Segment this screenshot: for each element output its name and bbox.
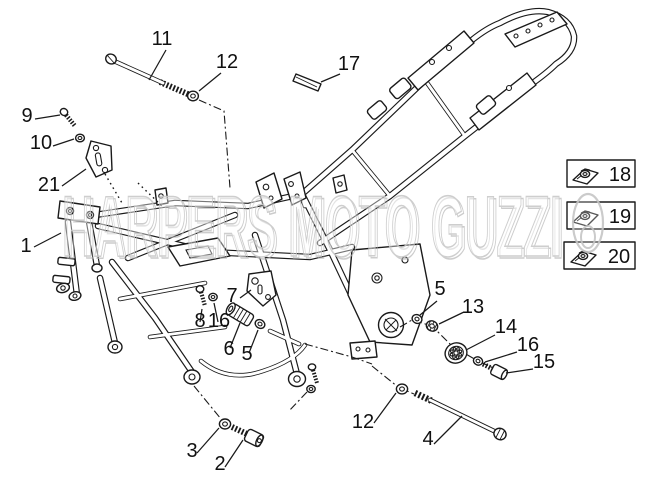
part-label-15: 15	[533, 351, 555, 373]
hardware-parts	[59, 53, 509, 448]
part-washer-12-bottom	[395, 383, 409, 395]
leader-3	[196, 427, 220, 454]
watermark-ring-outer	[571, 192, 605, 254]
part-label-19: 19	[609, 206, 631, 228]
leader-5-left	[248, 329, 259, 354]
part-bolt-2	[230, 424, 265, 448]
part-bolt-11	[105, 53, 192, 98]
part-label-1: 1	[20, 235, 31, 257]
part-label-16-right: 16	[517, 334, 539, 356]
part-bracket-7	[246, 270, 277, 307]
axis-washer12-top	[198, 99, 231, 189]
subframe-rail-plates	[366, 30, 537, 131]
axis-bracket21-b	[137, 182, 165, 209]
watermark-text: HARPERS MOTO GUZZI	[62, 179, 562, 275]
part-washer-16-right	[472, 356, 484, 366]
leader-11	[148, 49, 167, 81]
centre-gusset-plate	[167, 237, 231, 267]
watermark: HARPERS MOTO GUZZI HARPERS MOTO GUZZI	[61, 178, 605, 278]
axis-linkage	[304, 343, 373, 365]
part-label-13: 13	[462, 296, 484, 318]
part-label-11: 11	[152, 28, 173, 50]
clip-nut-icon	[572, 210, 599, 227]
part-bolt-15	[481, 361, 509, 381]
item-box	[563, 241, 636, 270]
axis-bolt2	[193, 385, 222, 420]
part-bolt-4	[413, 390, 507, 441]
boxed-item-20: 20	[563, 241, 636, 270]
part-bolt-9	[59, 107, 77, 128]
axis-bracket21-a	[104, 173, 123, 204]
part-label-12-bottom: 12	[352, 411, 374, 433]
boxed-item-18: 18	[566, 159, 636, 188]
boxed-items: 18 19 20	[563, 159, 636, 270]
part-label-9: 9	[21, 105, 32, 127]
leader-17	[320, 73, 341, 83]
part-label-6: 6	[223, 338, 234, 360]
part-label-16-left: 16	[208, 310, 230, 332]
part-label-21: 21	[38, 174, 60, 196]
leader-8	[199, 308, 203, 323]
part-washer-5-right	[411, 313, 423, 325]
rear-mount-plate	[347, 243, 431, 360]
part-bracket-21	[85, 140, 113, 178]
clip-nut-icon	[572, 168, 599, 185]
leader-1	[33, 232, 62, 248]
leader-6	[229, 322, 241, 349]
part-label-7: 7	[226, 285, 237, 307]
part-label-18: 18	[609, 164, 631, 186]
part-disc-14	[444, 342, 468, 364]
leader-16-right	[484, 351, 518, 363]
part-label-5-left: 5	[241, 343, 252, 365]
leader-12-bottom	[373, 392, 397, 424]
part-washer-16-left	[208, 292, 218, 302]
leader-7	[239, 289, 252, 299]
leader-16-left	[213, 302, 219, 323]
part-bolt-8	[195, 285, 208, 307]
item-box	[566, 201, 636, 230]
part-bolt-mid	[306, 363, 319, 394]
part-label-2: 2	[214, 453, 225, 475]
part-label-12-top: 12	[216, 51, 238, 73]
part-washer-12-top	[186, 90, 200, 102]
leader-12-top	[198, 72, 222, 92]
upper-mount-brackets	[255, 171, 307, 209]
callout-labels: 11 12 17 9 10 21 1 7 8 16 6 5 5 13 14 16…	[20, 28, 555, 475]
part-label-20: 20	[608, 246, 630, 268]
part-pin-17	[292, 73, 322, 92]
clip-nut-icon	[570, 250, 597, 267]
leader-lines	[33, 49, 534, 468]
downtube-lug	[52, 200, 101, 302]
leader-5-right	[419, 300, 438, 316]
watermark-text-shadow: HARPERS MOTO GUZZI	[64, 181, 564, 277]
part-nut-13	[425, 320, 439, 332]
part-label-14: 14	[495, 316, 517, 338]
part-washer-5-left	[254, 318, 266, 330]
frame-feet	[91, 263, 307, 388]
leader-2	[224, 439, 244, 468]
part-label-8: 8	[194, 310, 205, 332]
leader-14	[465, 334, 496, 351]
watermark-ring-inner	[580, 225, 596, 249]
item-box	[566, 159, 636, 188]
part-label-3: 3	[186, 440, 197, 462]
part-label-17: 17	[338, 53, 360, 75]
leader-4	[433, 415, 463, 445]
boxed-item-19: 19	[566, 201, 636, 230]
leader-9	[34, 114, 61, 120]
part-label-4: 4	[422, 428, 433, 450]
part-label-10: 10	[30, 132, 52, 154]
frame-line-art	[52, 11, 574, 388]
part-washer-3	[218, 418, 232, 430]
axis-mid-bolt	[288, 391, 308, 412]
part-spacer-6	[225, 302, 255, 327]
part-washer-10	[74, 133, 86, 143]
leader-21	[61, 168, 87, 187]
leader-13	[438, 311, 465, 325]
part-label-5-right: 5	[434, 278, 445, 300]
tail-plate	[504, 11, 568, 48]
leader-10	[52, 138, 75, 147]
leader-15	[505, 368, 534, 374]
